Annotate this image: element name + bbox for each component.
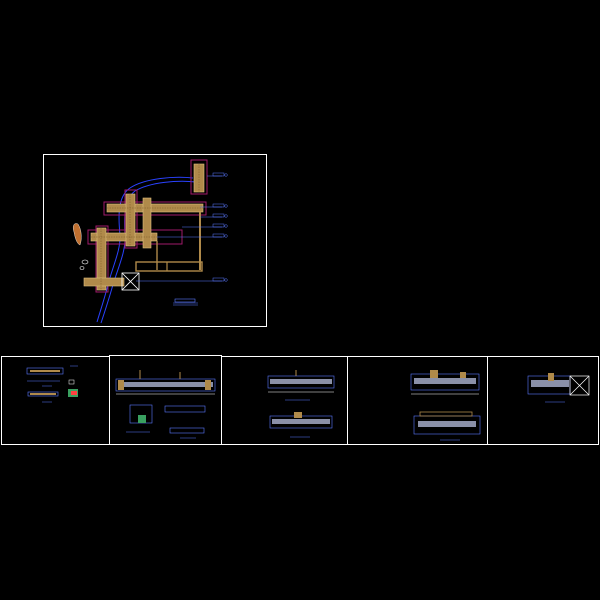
- detail-1-content: [26, 365, 78, 403]
- detail-sheet-4: [347, 356, 488, 445]
- pier-column-b: [125, 193, 136, 247]
- pier-column-a: [96, 227, 107, 291]
- sheet-title-mark: [173, 298, 198, 306]
- plank-lines: [91, 164, 203, 290]
- site-plan-sheet: [43, 154, 267, 327]
- detail-sheet-5: [487, 356, 599, 445]
- detail-sheets-strip: [1, 355, 599, 445]
- site-plan-frame: [43, 154, 267, 327]
- detail-5-cross-icon: [569, 375, 590, 396]
- detail-2-content: [115, 370, 216, 439]
- pier-walkway-frame: [135, 261, 203, 272]
- detail-sheet-2: [109, 355, 222, 445]
- detail-3-content: [267, 370, 335, 438]
- detail-sheet-3: [221, 356, 348, 445]
- pier-south-deck: [83, 277, 125, 287]
- stepping-stones: [79, 259, 89, 270]
- detail-sheet-1: [1, 356, 110, 445]
- callout-markers: [212, 172, 228, 282]
- pier-column-c: [142, 197, 152, 249]
- detail-4-content: [410, 370, 481, 441]
- boat-icon: [73, 223, 82, 246]
- pavilion-cross-icon: [121, 272, 140, 291]
- detail-5-content: [527, 373, 590, 403]
